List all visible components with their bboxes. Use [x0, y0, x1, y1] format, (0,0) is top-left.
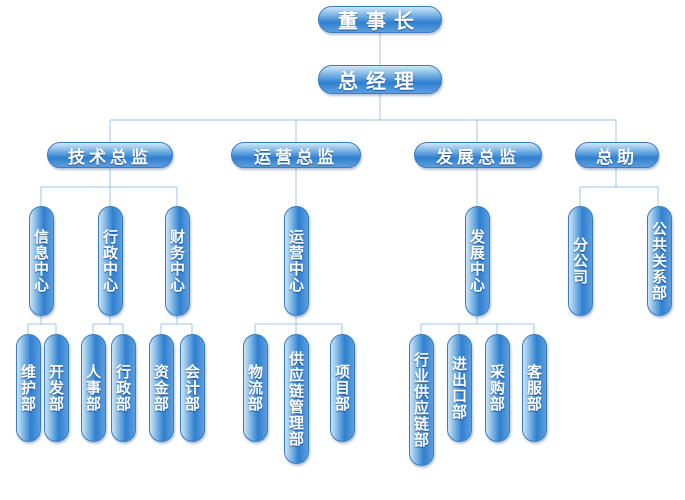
node-tech-director: 技术总监 — [47, 142, 173, 168]
node-logistics-dept: 物流部 — [243, 334, 268, 442]
node-ops-director: 运营总监 — [231, 142, 361, 168]
node-development-dept: 开发部 — [44, 334, 69, 442]
node-info-center: 信息中心 — [29, 206, 54, 316]
node-chairman: 董事长 — [318, 6, 442, 33]
node-maintenance-dept: 维护部 — [16, 334, 41, 442]
node-import-export-dept: 进出口部 — [447, 334, 472, 442]
node-admin-dept: 行政部 — [111, 334, 136, 442]
node-customer-service-dept: 客服部 — [522, 334, 547, 442]
node-purchasing-dept: 采购部 — [485, 334, 510, 442]
node-funds-dept: 资金部 — [149, 334, 174, 442]
node-scm-dept: 供应链管理部 — [284, 334, 309, 464]
node-dev-center: 发展中心 — [465, 206, 490, 316]
node-branch: 分公司 — [568, 206, 593, 316]
node-hr-dept: 人事部 — [81, 334, 106, 442]
node-dev-director: 发展总监 — [414, 142, 542, 168]
node-ops-center: 运营中心 — [284, 206, 309, 316]
node-public-relations: 公共关系部 — [647, 206, 672, 316]
node-admin-center: 行政中心 — [98, 206, 123, 316]
node-finance-center: 财务中心 — [165, 206, 190, 316]
node-project-dept: 项目部 — [330, 334, 355, 442]
node-assistant: 总助 — [575, 142, 659, 168]
node-general-manager: 总经理 — [318, 65, 442, 94]
node-industry-supply-dept: 行业供应链部 — [409, 334, 434, 466]
node-accounting-dept: 会计部 — [180, 334, 205, 442]
